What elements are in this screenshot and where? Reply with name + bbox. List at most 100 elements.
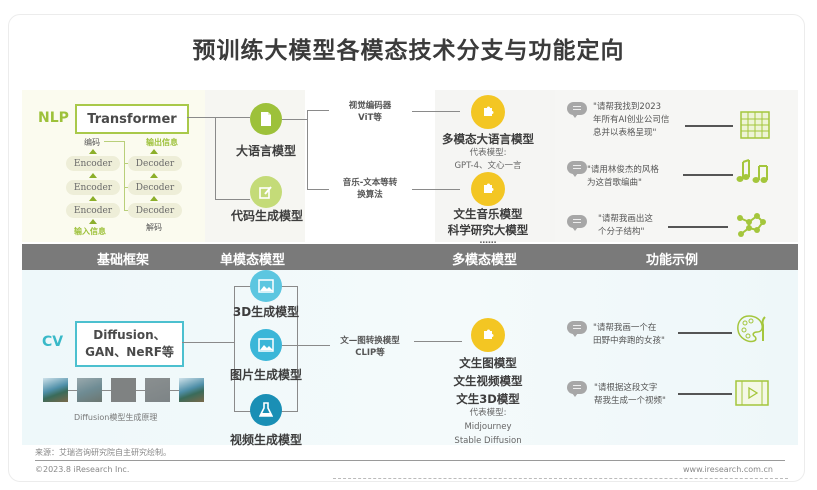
image-gen-node [250,329,282,361]
prompt-line: 田野中奔跑的女孩" [593,336,665,346]
connector-line [282,119,307,120]
text-to-video-title: 文生视频模型 [453,374,523,388]
decoder-label: 解码 [146,223,162,232]
connector-line [307,189,329,190]
ellipsis: …… [479,236,497,246]
connector-line [414,341,462,342]
output-label: 输出信息 [146,138,178,147]
connector-line [102,390,111,391]
example-prompt: "请帮我画出这 个分子结构" [598,213,653,239]
speech-bubble-icon [567,102,587,118]
example-connector [685,125,733,127]
3d-gen-label: 3D生成模型 [232,305,300,319]
llm-node [250,103,282,135]
input-label: 输入信息 [74,227,106,236]
framework-line1: Diffusion、 [93,328,166,342]
prompt-line: "请帮我找到2023 [593,102,662,112]
music-model-title: 文生音乐模型 [453,207,523,221]
image-icon [258,338,274,352]
prompt-line: "请根据这段文字 [594,383,658,393]
connector-line [124,163,128,164]
connector-line [307,110,308,190]
encoder-label: 编码 [84,138,100,147]
source-note: 来源：艾瑞咨询研究院自主研究绘制。 [35,448,171,457]
text-to-image-node [471,318,505,352]
header-examples: 功能示例 [646,253,699,268]
connector-line [297,286,298,412]
connector-line [282,345,330,346]
prompt-line: "请帮我画一个在 [593,323,657,333]
document-icon [261,112,271,126]
edit-icon [259,186,272,199]
arrow-up-icon [150,149,158,154]
text-to-image-title: 文生图模型 [459,356,517,370]
arrow-up-icon [89,149,97,154]
decoder-block: Decoder [128,156,182,171]
diffusion-caption: Diffusion模型生成原理 [74,413,158,422]
video-icon [735,380,769,406]
arrow-up-icon [150,173,158,178]
connector-line [412,189,460,190]
arrow-up-icon [89,219,97,224]
bridge-line1: 音乐-文本等转 [342,178,398,188]
website: www.iresearch.com.cn [683,465,773,474]
arrow-up-icon [89,196,97,201]
code-gen-label: 代码生成模型 [230,209,303,223]
example-connector [668,226,728,228]
prompt-line: 为这首歌编曲" [587,178,642,188]
connector-line [215,199,250,200]
diagram-title: 预训练大模型各模态技术分支与功能定向 [192,38,625,64]
diffusion-step-image [111,378,136,402]
music-notes-icon [736,159,768,183]
example-prompt: "请用林俊杰的风格 为这首歌编曲" [587,164,659,190]
copyright: ©2023.8 iResearch Inc. [35,465,130,474]
text-to-3d-title: 文生3D模型 [456,392,520,406]
connector-line [182,342,234,343]
bridge-line1: 视觉编码器 [348,101,392,111]
clip-bridge-label: 文—图转换模型 CLIP等 [330,335,410,359]
diffusion-step-image [145,378,170,402]
decoder-block: Decoder [128,180,182,195]
cv-tag: CV [42,334,64,350]
connector-line [104,141,124,142]
mllm-sub2: GPT-4、文心一言 [454,161,522,171]
decoder-block: Decoder [128,203,182,218]
example-connector [678,332,732,334]
bridge-line2: CLIP等 [355,348,385,358]
molecule-icon [737,213,766,237]
cv-framework-box: Diffusion、 GAN、NeRF等 [75,321,184,367]
cv-mm-sub: Stable Diffusion [454,436,522,446]
arrow-up-icon [150,196,158,201]
prompt-line: "请帮我画出这 [598,214,653,224]
music-bridge-label: 音乐-文本等转 换算法 [330,177,410,201]
connector-line [412,111,460,112]
prompt-line: 帮我生成一个视频" [594,396,666,406]
3d-gen-node [250,270,282,302]
connector-line [215,117,216,200]
science-model-title: 科学研究大模型 [447,223,529,237]
framework-line2: GAN、NeRF等 [85,345,174,359]
dashed-divider [333,478,788,479]
vit-bridge-label: 视觉编码器 ViT等 [330,100,410,124]
llm-label: 大语言模型 [235,144,296,158]
code-gen-node [250,176,282,208]
bridge-line1: 文—图转换模型 [340,336,400,346]
example-connector [683,174,733,176]
example-connector [678,393,732,395]
cv-mm-sub: 代表模型: [469,408,507,418]
diffusion-step-image [179,378,204,402]
diffusion-step-image [77,378,102,402]
prompt-line: "请用林俊杰的风格 [587,165,659,175]
transformer-box: Transformer [75,104,189,134]
example-prompt: "请帮我画一个在 田野中奔跑的女孩" [593,322,665,348]
mllm-node [471,95,505,129]
header-framework: 基础框架 [97,253,150,268]
connector-line [170,390,179,391]
connector-line [307,110,329,111]
diffusion-step-image [43,378,68,402]
palette-icon [737,315,766,343]
footer-divider [35,460,785,461]
cv-mm-sub: Midjourney [464,422,512,432]
image-gen-label: 图片生成模型 [229,368,302,382]
mllm-sub1: 代表模型: [469,148,507,158]
